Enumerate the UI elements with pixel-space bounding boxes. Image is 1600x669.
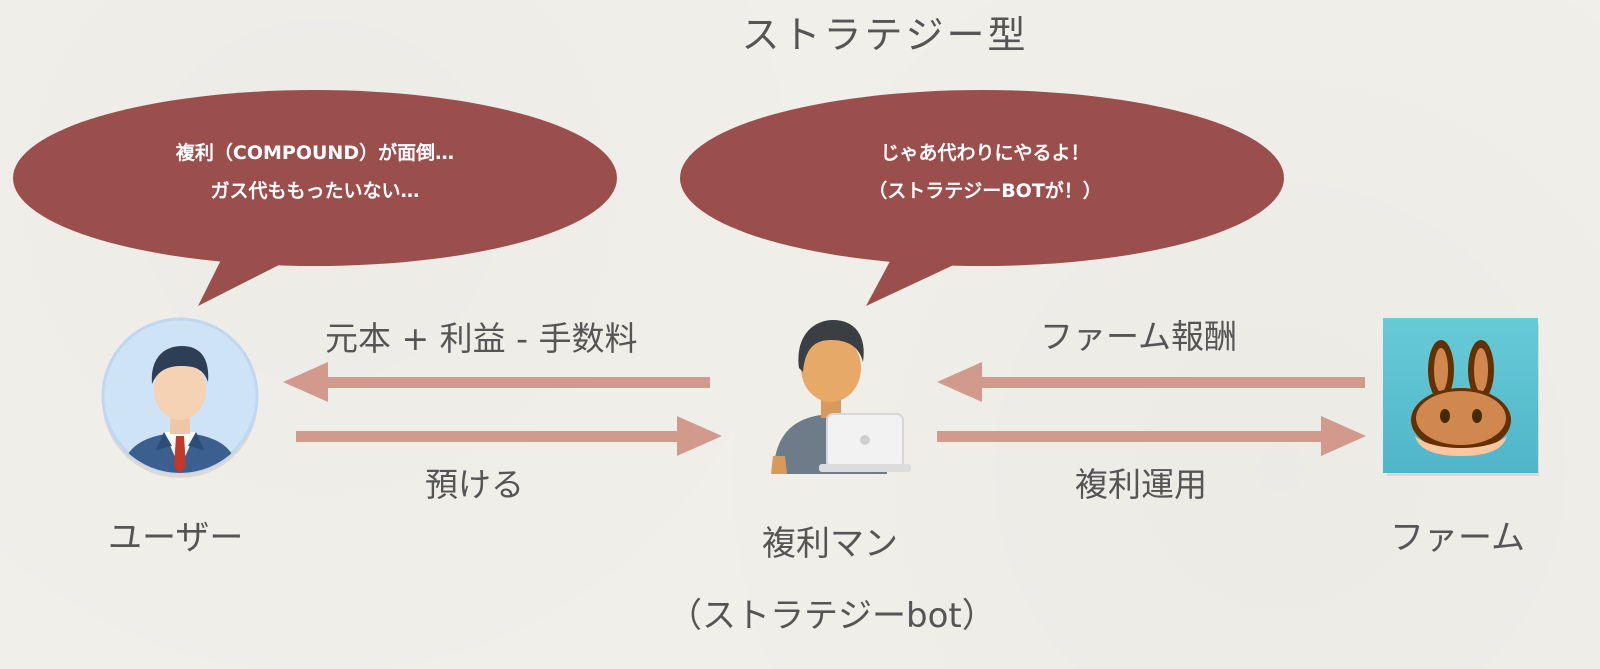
user-bubble-text: 複利（COMPOUND）が面倒… ガス代ももったいない… xyxy=(110,134,520,210)
label-user-to-bot: 預ける xyxy=(425,465,524,504)
actor-label-user: ユーザー xyxy=(108,518,244,558)
pancake-bunny-icon xyxy=(1383,318,1539,476)
user-bubble-line-2: ガス代ももったいない… xyxy=(210,180,420,202)
arrow-user-to-bot xyxy=(296,416,722,456)
diagram-title: ストラテジー型 xyxy=(741,13,1029,57)
arrow-farm-to-bot xyxy=(937,362,1365,402)
bot-bubble-line-2: （ストラテジーBOTが！） xyxy=(868,180,1102,202)
actor-label-bot-sub: （ストラテジーbot） xyxy=(668,596,996,636)
actor-label-farm: ファーム xyxy=(1390,518,1525,558)
label-bot-to-farm: 複利運用 xyxy=(1075,465,1207,504)
person-with-laptop-icon xyxy=(771,320,911,474)
label-farm-to-bot: ファーム報酬 xyxy=(1040,317,1238,356)
bot-bubble-line-1: じゃあ代わりにやるよ！ xyxy=(880,142,1090,164)
arrow-bot-to-user xyxy=(283,362,710,402)
bot-bubble-text: じゃあ代わりにやるよ！ （ストラテジーBOTが！） xyxy=(780,134,1190,210)
user-bubble-line-1: 複利（COMPOUND）が面倒… xyxy=(175,142,455,164)
businessman-avatar-icon xyxy=(101,317,259,478)
arrow-bot-to-farm xyxy=(937,416,1366,456)
actor-label-bot: 複利マン xyxy=(762,524,898,564)
label-bot-to-user: 元本 + 利益 - 手数料 xyxy=(325,319,638,358)
